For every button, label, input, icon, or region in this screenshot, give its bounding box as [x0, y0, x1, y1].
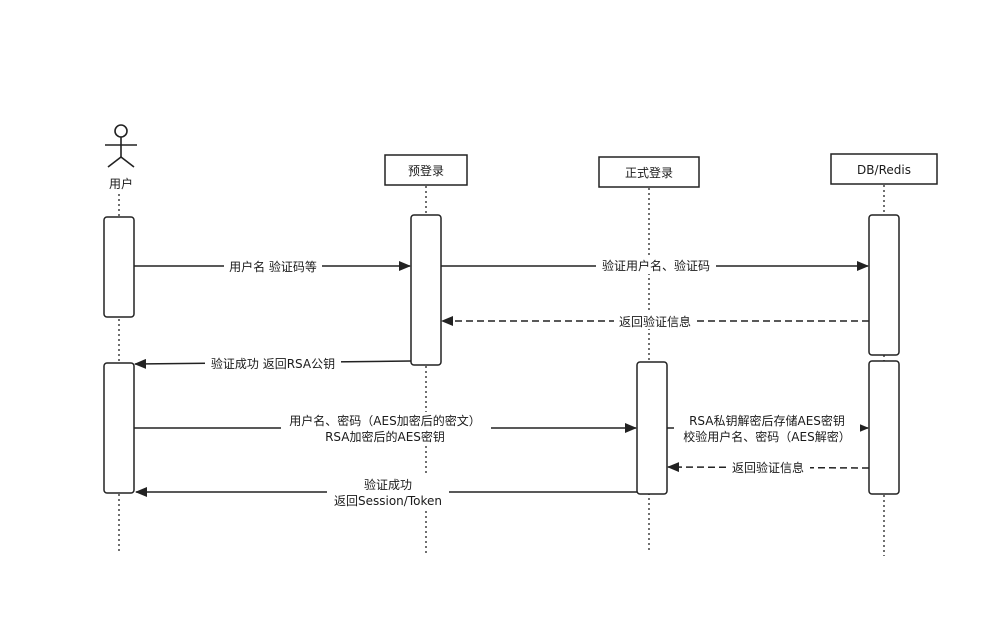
message-label-1: 用户名 验证码等 [229, 259, 317, 274]
message-label-3: 返回验证信息 [619, 314, 691, 329]
activation-user-1 [103, 216, 135, 318]
participant-login: 正式登录 [598, 156, 700, 188]
message-label-5-line2: RSA加密后的AES密钥 [325, 429, 445, 444]
message-label-2: 验证用户名、验证码 [602, 258, 710, 273]
message-label-8-line1: 验证成功 [364, 477, 412, 492]
activation-db-1 [868, 214, 900, 356]
message-label-8-line2: 返回Session/Token [334, 494, 442, 508]
participant-label-login: 正式登录 [625, 165, 673, 180]
user-actor-icon [105, 124, 137, 168]
participant-prelogin: 预登录 [384, 154, 468, 186]
message-label-6-line1: RSA私钥解密后存储AES密钥 [689, 413, 845, 428]
activation-prelogin-1 [410, 214, 442, 366]
participant-label-db: DB/Redis [857, 163, 911, 177]
participant-label-user: 用户 [109, 176, 133, 191]
participant-label-prelogin: 预登录 [408, 163, 444, 178]
activation-db-2 [868, 360, 900, 495]
activation-login-1 [636, 361, 668, 495]
participant-db: DB/Redis [830, 153, 938, 185]
message-label-5-line1: 用户名、密码（AES加密后的密文） [289, 413, 480, 428]
message-label-7: 返回验证信息 [732, 460, 804, 475]
message-label-6-line2: 校验用户名、密码（AES解密） [683, 429, 850, 444]
message-label-4: 验证成功 返回RSA公钥 [211, 356, 335, 371]
activation-user-2 [103, 362, 135, 494]
